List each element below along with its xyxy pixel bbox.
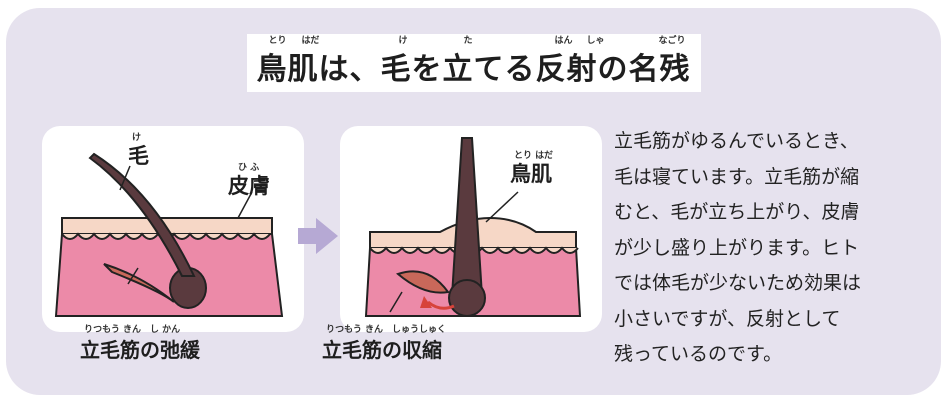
skin-ruby: ひ ふ [238, 163, 260, 173]
explanation-line: 立毛筋がゆるんでいるとき、 [614, 130, 859, 152]
hair-ruby: け [132, 133, 142, 143]
page-title: 鳥肌は、毛を立てる反射の名残 [256, 52, 691, 87]
explanation-line: では体毛が少ないため効果は [614, 272, 862, 294]
hair-label: 毛 [128, 144, 149, 168]
explanation-line: 毛は寝ています。立毛筋が縮 [614, 165, 860, 188]
title-ruby-1: とり [268, 36, 287, 46]
goosebump-ruby: とり はだ [514, 151, 553, 161]
relaxed-skin-illustration [54, 152, 284, 317]
explanation-line: 小さいですが、反射として [614, 307, 841, 330]
title-ruby-4: た [463, 36, 473, 46]
title-area: とり はだ け た はん しゃ なごり 鳥肌は、毛を立てる反射の名残 [0, 34, 947, 92]
title-ruby-6: しゃ [586, 36, 605, 46]
contracted-diagram-box: とり はだ 鳥肌 [340, 126, 602, 332]
contracted-caption: 立毛筋の収縮 [322, 338, 442, 362]
goosebump-label: 鳥肌 [510, 162, 552, 186]
explanation-line: むと、毛が立ち上がり、皮膚 [614, 201, 860, 223]
contracted-caption-ruby: りつもう きん しゅうしゅく [326, 325, 446, 335]
contracted-skin-illustration [364, 137, 582, 317]
title-ruby-5: はん [554, 36, 573, 46]
title-highlight: とり はだ け た はん しゃ なごり 鳥肌は、毛を立てる反射の名残 [246, 34, 701, 92]
relaxed-caption-ruby: りつもう きん し かん [84, 325, 181, 335]
explanation-text: 立毛筋がゆるんでいるとき、 毛は寝ています。立毛筋が縮 むと、毛が立ち上がり、皮… [614, 124, 924, 373]
title-ruby-2: はだ [301, 36, 320, 46]
transition-arrow-icon [298, 218, 338, 254]
title-ruby-3: け [398, 36, 408, 46]
skin-label: 皮膚 [228, 174, 270, 198]
title-ruby-7: なごり [658, 36, 686, 46]
explanation-line: が少し盛り上がります。ヒト [614, 236, 860, 259]
relaxed-diagram-box: け 毛 ひ ふ 皮膚 [42, 126, 304, 332]
explanation-line: 残っているのです。 [614, 343, 783, 365]
relaxed-caption: 立毛筋の弛緩 [80, 338, 200, 362]
